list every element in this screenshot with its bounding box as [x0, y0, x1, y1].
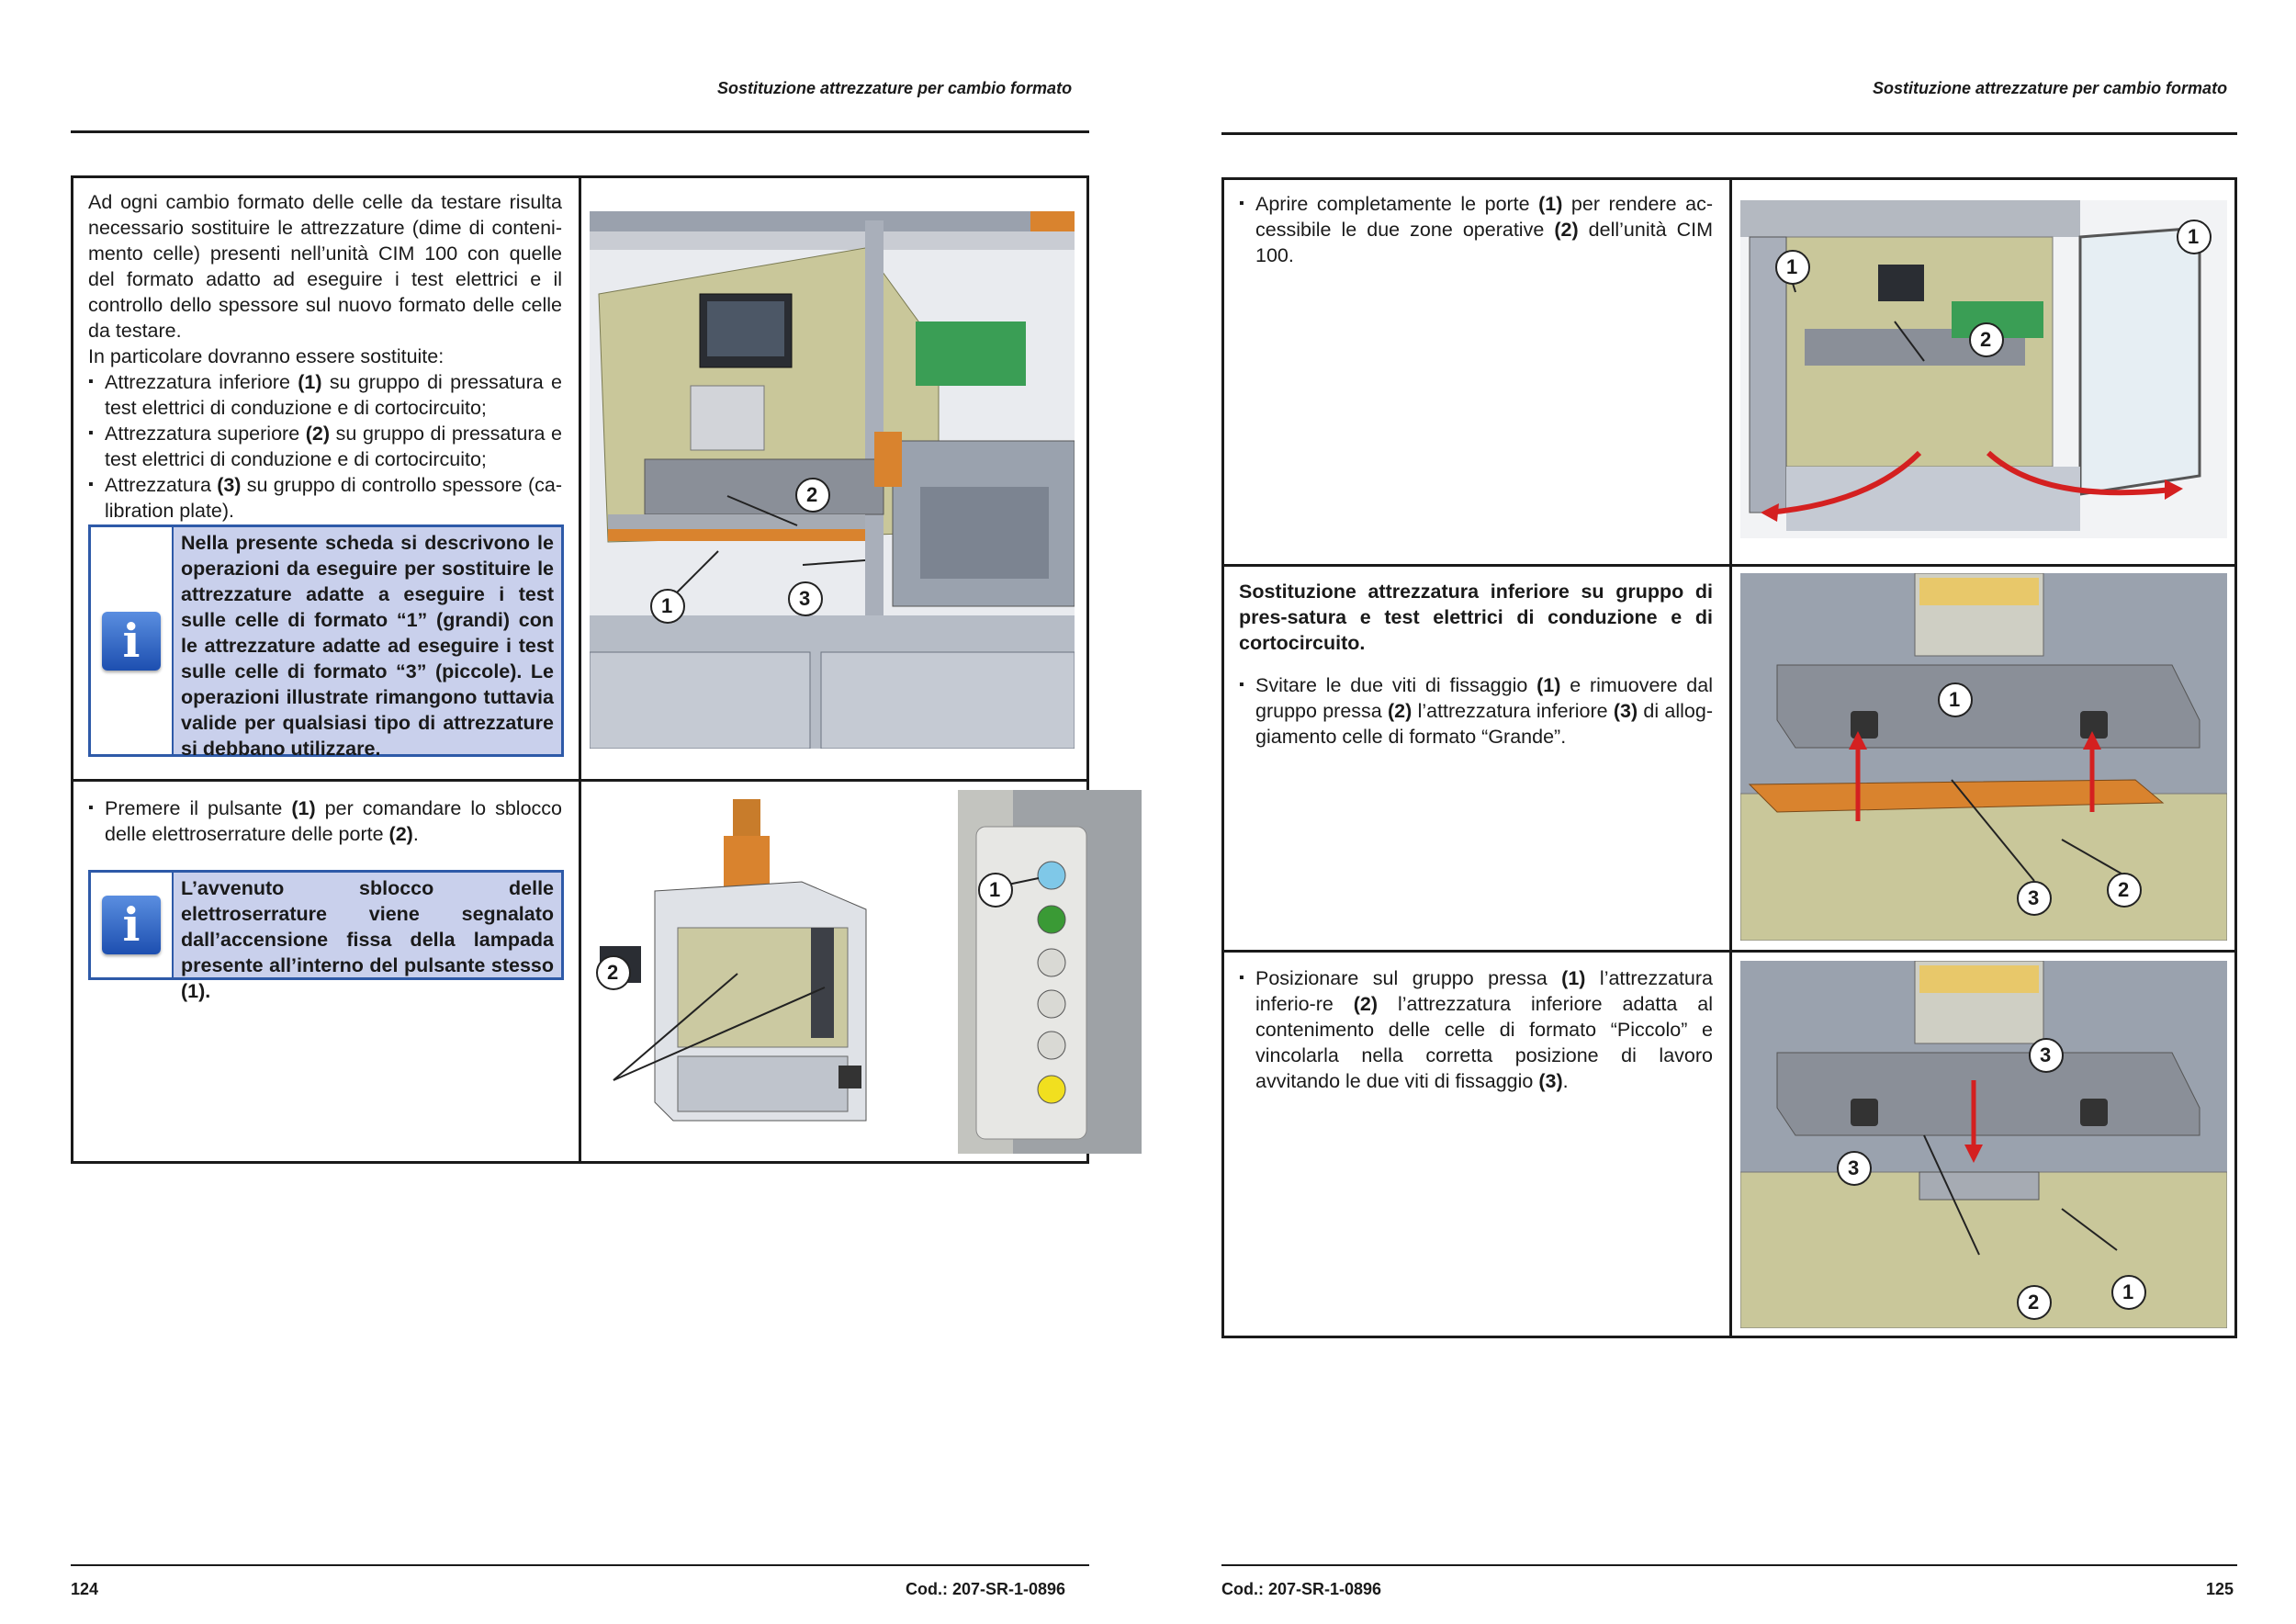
callout-1-label: 1 [1949, 688, 1961, 711]
row-divider [1224, 950, 2234, 953]
machine-overview-image [591, 790, 940, 1154]
info-note: i Nella presente scheda si descrivono le… [88, 524, 564, 760]
section-title: Sostituzione attrezzatura inferiore su g… [1239, 581, 1713, 654]
list-item: Aprire completamente le porte (1) per re… [1239, 191, 1713, 268]
list-item: Attrezzatura inferiore (1) su gruppo di … [88, 369, 562, 421]
callout-1-label: 1 [989, 878, 1001, 901]
info-note-2: i L’avvenuto sblocco delle elettroserrat… [88, 870, 564, 1002]
overview-callouts: 2 1 [584, 779, 1080, 1161]
header-rule [1221, 132, 2237, 135]
footer-rule [71, 1564, 1089, 1566]
info-note-text: Nella presente scheda si descrivono le o… [174, 527, 561, 760]
list-item: Svitare le due viti di fissaggio (1) e r… [1239, 672, 1713, 750]
content-table: Aprire completamente le porte (1) per re… [1221, 177, 2237, 1338]
content-table: Ad ogni cambio formato delle celle da te… [71, 175, 1142, 1164]
page-number: 124 [71, 1580, 99, 1598]
row-divider [1224, 564, 2234, 567]
column-divider [1729, 180, 1732, 1336]
callout-1 [650, 589, 685, 624]
callout-3-label: 3 [1848, 1156, 1860, 1179]
document-code: Cod.: 207-SR-1-0896 [1221, 1580, 1382, 1598]
list-item: Attrezzatura superiore (2) su gruppo di … [88, 421, 562, 472]
remove-fixture-callouts: 1 3 2 [1735, 564, 2234, 950]
install-fixture-callouts: 3 3 2 1 [1735, 950, 2234, 1336]
callout-2 [795, 478, 830, 513]
callout-1-label: 1 [2122, 1280, 2134, 1303]
callout-2-label: 2 [1980, 328, 1992, 351]
doors-callouts: 1 1 2 [1735, 180, 2234, 564]
machine-front-callouts: 1 2 3 [584, 178, 1080, 779]
intro-bullets: Attrezzatura inferiore (1) su gruppo di … [88, 369, 562, 524]
callout-2-label: 2 [607, 961, 619, 984]
button-panel-image [958, 790, 1142, 1154]
row-divider [73, 779, 1086, 782]
step2-text: Premere il pulsante (1) per comandare lo… [88, 795, 562, 847]
left-page: Sostituzione attrezzature per cambio for… [0, 0, 1148, 1624]
info-note-icon-box: i [91, 527, 174, 754]
intro-lead: In particolare dovranno essere sostituit… [88, 345, 445, 367]
callout-2-label: 2 [806, 483, 818, 506]
step3-text: Posizionare sul gruppo pressa (1) l’attr… [1239, 965, 1713, 1094]
page-header-title: Sostituzione attrezzature per cambio for… [1873, 79, 2228, 97]
install-fixture-image [1740, 961, 2227, 1328]
callout-3-label: 3 [799, 587, 811, 610]
remove-fixture-image [1740, 573, 2227, 941]
section-text: Sostituzione attrezzatura inferiore su g… [1239, 579, 1713, 750]
column-divider [579, 178, 581, 1161]
step1-text: Aprire completamente le porte (1) per re… [1239, 191, 1713, 268]
list-item: Premere il pulsante (1) per comandare lo… [88, 795, 562, 847]
page-header-title: Sostituzione attrezzature per cambio for… [717, 79, 1073, 97]
machine-front-image [590, 211, 1075, 749]
callout-3-label: 3 [2028, 886, 2040, 909]
callout-3 [788, 581, 823, 616]
document-code: Cod.: 207-SR-1-0896 [906, 1580, 1066, 1598]
list-item: Attrezzatura (3) su gruppo di controllo … [88, 472, 562, 524]
list-item: Posizionare sul gruppo pressa (1) l’attr… [1239, 965, 1713, 1094]
intro-text: Ad ogni cambio formato delle celle da te… [88, 189, 562, 524]
callout-2-label: 2 [2118, 878, 2130, 901]
callout-2-label: 2 [2028, 1291, 2040, 1314]
doors-open-image [1740, 200, 2227, 538]
info-note-icon-box: i [91, 873, 174, 977]
intro-paragraph: Ad ogni cambio formato delle celle da te… [88, 191, 562, 342]
right-page: Sostituzione attrezzature per cambio for… [1148, 0, 2296, 1624]
page-number: 125 [2206, 1580, 2234, 1598]
header-rule [71, 130, 1089, 133]
callout-1-label: 1 [1786, 255, 1798, 278]
info-icon: i [102, 611, 161, 671]
callout-3-label: 3 [2040, 1043, 2052, 1066]
callout-1-label: 1 [661, 594, 673, 617]
info-note-2-text: L’avvenuto sblocco delle elettroserratur… [174, 873, 561, 1002]
callout-1-label: 1 [2188, 225, 2200, 248]
footer-rule [1221, 1564, 2237, 1566]
info-icon: i [102, 896, 161, 954]
